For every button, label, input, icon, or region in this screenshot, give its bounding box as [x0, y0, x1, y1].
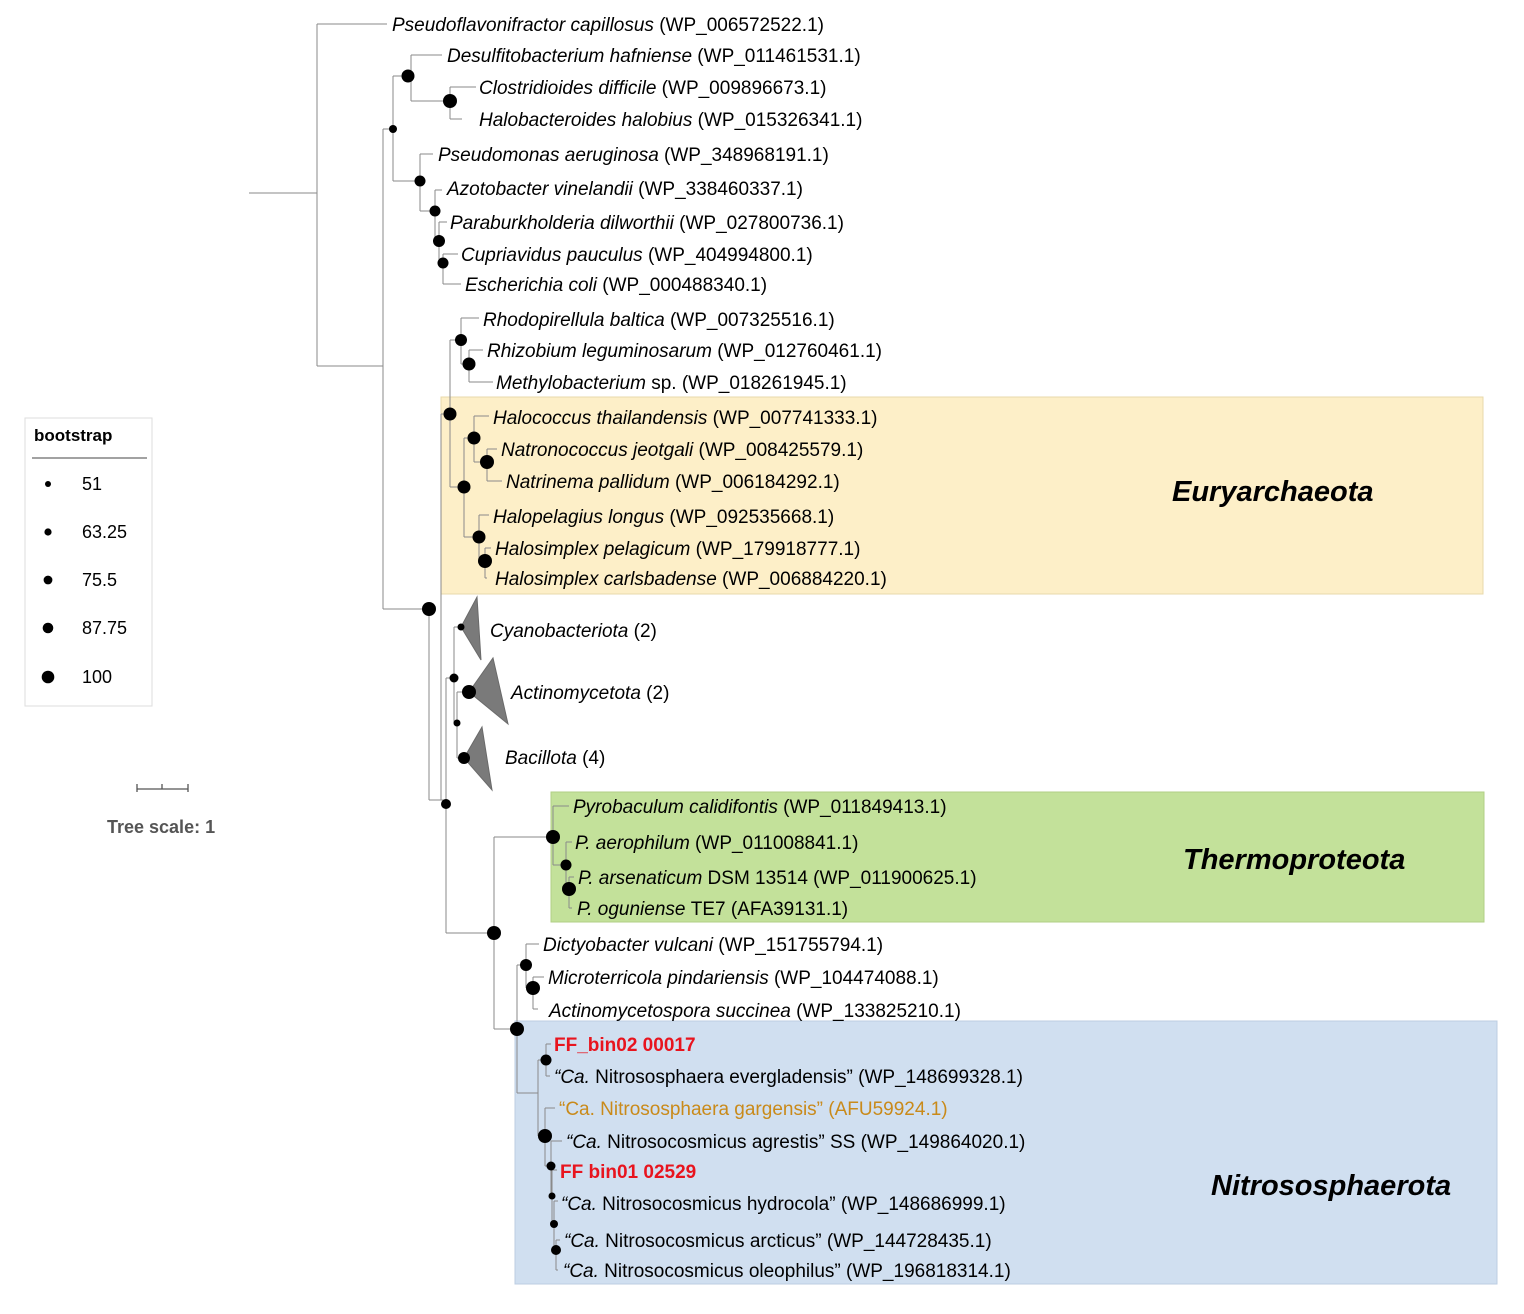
leaf-label: Cupriavidus pauculus (WP_404994800.1)	[461, 245, 813, 266]
leaf-label: Actinomycetota (2)	[510, 683, 669, 704]
leaf-label: Clostridioides difficile (WP_009896673.1…	[479, 78, 826, 99]
euryarchaeota-highlight	[440, 396, 1484, 595]
legend-title: bootstrap	[34, 426, 112, 445]
leaf-label: “Ca. Nitrosocosmicus arcticus” (WP_14472…	[564, 1231, 992, 1252]
leaf-label: Halobacteroides halobius (WP_015326341.1…	[479, 110, 862, 131]
thermoproteota-highlight	[550, 791, 1485, 923]
leaf-label: “Ca. Nitrososphaera evergladensis” (WP_1…	[554, 1067, 1023, 1088]
leaf-label: Pyrobaculum calidifontis (WP_011849413.1…	[573, 797, 947, 818]
leaf-label: Methylobacterium sp. (WP_018261945.1)	[496, 373, 847, 394]
leaf-label: Cyanobacteriota (2)	[490, 621, 657, 642]
leaf-label: Pseudomonas aeruginosa (WP_348968191.1)	[438, 145, 829, 166]
leaf-label: P. aerophilum (WP_011008841.1)	[575, 833, 858, 854]
leaf-label: Natrinema pallidum (WP_006184292.1)	[506, 472, 840, 493]
leaf-label: “Ca. Nitrosocosmicus oleophilus” (WP_196…	[563, 1261, 1011, 1282]
tree-scale: Tree scale: 1	[107, 784, 215, 837]
leaf-label: Halosimplex carlsbadense (WP_006884220.1…	[495, 569, 887, 590]
leaf-label: Pseudoflavonifractor capillosus (WP_0065…	[392, 15, 824, 36]
leaf-labels: Pseudoflavonifractor capillosus (WP_0065…	[392, 15, 1025, 1282]
leaf-label: Natronococcus jeotgali (WP_008425579.1)	[501, 440, 863, 461]
leaf-label: Halosimplex pelagicum (WP_179918777.1)	[495, 539, 860, 560]
leaf-label: Bacillota (4)	[505, 748, 605, 769]
leaf-label: P. arsenaticum DSM 13514 (WP_011900625.1…	[578, 868, 977, 889]
leaf-label-highlight: FF bin01 02529	[560, 1162, 696, 1183]
leaf-label: Microterricola pindariensis (WP_10447408…	[548, 968, 939, 989]
legend-value: 100	[82, 667, 112, 687]
bootstrap-legend: bootstrap 51 63.25 75.5 87.75 100	[24, 417, 153, 707]
leaf-label: Paraburkholderia dilworthii (WP_02780073…	[450, 213, 844, 234]
leaf-label: “Ca. Nitrosocosmicus hydrocola” (WP_1486…	[561, 1194, 1006, 1215]
leaf-label: Actinomycetospora succinea (WP_133825210…	[548, 1001, 961, 1022]
leaf-label: Escherichia coli (WP_000488340.1)	[465, 275, 767, 296]
leaf-label: Rhizobium leguminosarum (WP_012760461.1)	[487, 341, 882, 362]
leaf-label: “Ca. Nitrosocosmicus agrestis” SS (WP_14…	[566, 1132, 1025, 1153]
collapsed-actinomycetota	[468, 656, 509, 726]
bootstrap-nodes	[389, 69, 576, 1255]
collapsed-cyanobacteriota	[460, 595, 482, 661]
nitrososphaerota-highlight	[514, 1020, 1498, 1285]
clade-label-euryarchaeota: Euryarchaeota	[1172, 476, 1374, 508]
legend-value: 51	[82, 474, 102, 494]
leaf-label: Halopelagius longus (WP_092535668.1)	[493, 507, 834, 528]
leaf-label: Azotobacter vinelandii (WP_338460337.1)	[446, 179, 803, 200]
leaf-label: Halococcus thailandensis (WP_007741333.1…	[493, 408, 877, 429]
legend-value: 63.25	[82, 522, 127, 542]
leaf-label-highlight: FF_bin02 00017	[554, 1035, 696, 1056]
leaf-label: Desulfitobacterium hafniense (WP_0114615…	[447, 46, 861, 67]
leaf-label-reference: “Ca. Nitrososphaera gargensis” (AFU59924…	[559, 1099, 948, 1120]
collapsed-bacillota	[463, 725, 493, 792]
leaf-label: Dictyobacter vulcani (WP_151755794.1)	[543, 935, 883, 956]
leaf-label: Rhodopirellula baltica (WP_007325516.1)	[483, 310, 835, 331]
collapsed-clades	[460, 595, 509, 792]
legend-value: 87.75	[82, 618, 127, 638]
clade-label-nitrososphaerota: Nitrososphaerota	[1211, 1170, 1451, 1202]
leaf-label: P. oguniense TE7 (AFA39131.1)	[577, 899, 848, 920]
legend-value: 75.5	[82, 570, 117, 590]
clade-label-thermoproteota: Thermoproteota	[1183, 844, 1405, 876]
tree-scale-label: Tree scale: 1	[107, 817, 215, 837]
